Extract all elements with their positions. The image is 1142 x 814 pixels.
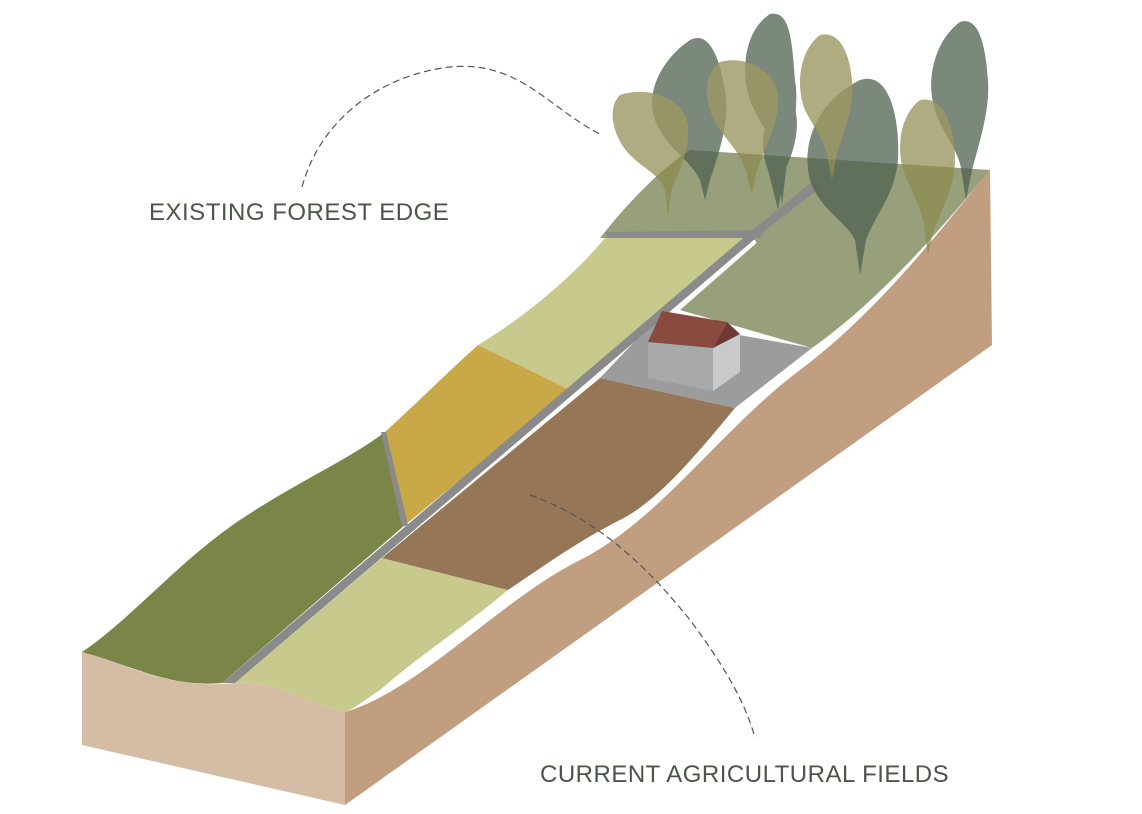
cross-road-upper	[605, 230, 765, 238]
house-front-wall	[648, 342, 713, 391]
forest-edge-leader-line	[301, 65, 603, 188]
field-divider	[381, 432, 408, 527]
tree-1	[651, 38, 727, 200]
main-road	[222, 182, 820, 683]
forest-edge-trees	[612, 13, 989, 276]
tree-8	[800, 34, 853, 181]
tree-7	[706, 60, 779, 196]
current-agricultural-fields-label: CURRENT AGRICULTURAL FIELDS	[540, 761, 950, 788]
field-lower-light	[235, 558, 508, 712]
field-brown	[382, 378, 735, 590]
soil-block-side-face	[345, 170, 992, 805]
soil-block-front-face	[82, 652, 345, 805]
field-upper-light	[478, 238, 752, 390]
farmhouse	[648, 311, 740, 391]
field-dark-green	[82, 432, 405, 684]
meadow-right	[680, 170, 990, 348]
agricultural-fields-leader-line	[529, 494, 756, 739]
house-roof-gable	[713, 322, 740, 348]
tree-9	[900, 99, 955, 255]
field-mustard	[385, 345, 570, 525]
existing-forest-edge-label: EXISTING FOREST EDGE	[149, 199, 450, 226]
house-roof	[648, 311, 727, 348]
tree-6	[612, 91, 689, 215]
tree-3	[931, 21, 989, 200]
house-gable-wall	[713, 334, 740, 391]
